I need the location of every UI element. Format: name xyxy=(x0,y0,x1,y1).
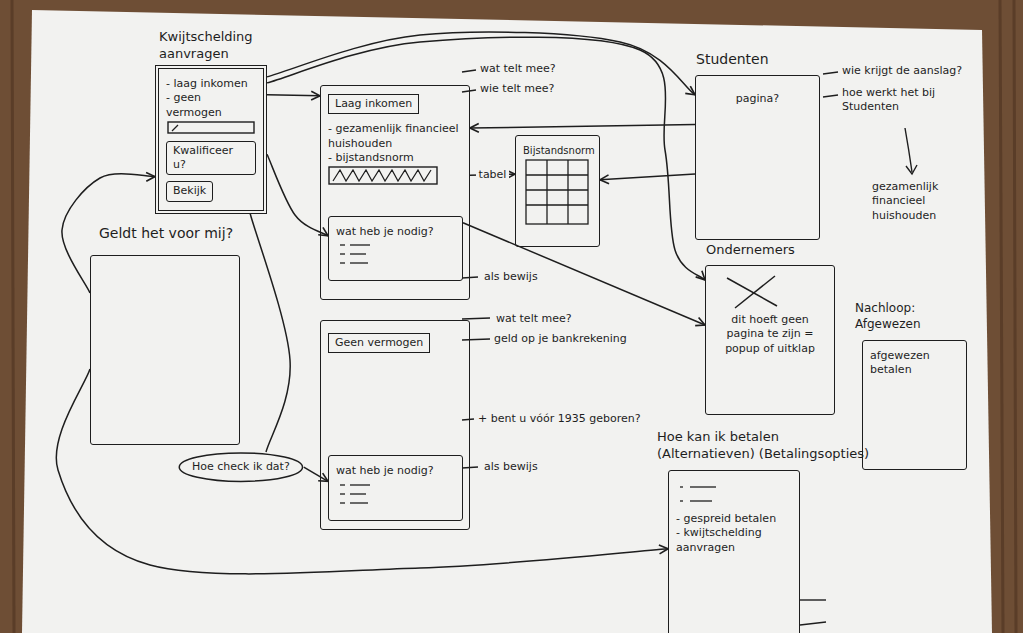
connector xyxy=(463,223,705,325)
node-text: - gespreid betalen xyxy=(676,512,792,526)
node-text: afgewezen xyxy=(870,349,959,363)
qualify-box: Kwalificeer u? xyxy=(166,141,256,176)
node-text: betalen xyxy=(870,363,959,377)
question-ellipse: Hoe check ik dat? xyxy=(178,452,304,482)
node-text: Kwalificeer u? xyxy=(173,144,249,173)
dashes-sketch xyxy=(676,479,792,512)
node-text: wat heb je nodig? xyxy=(336,225,455,239)
annotation: gezamenlijk financieel huishouden xyxy=(872,180,976,223)
page-wireframe: Laag inkomen - gezamenlijk financieel hui… xyxy=(320,85,470,300)
connector xyxy=(267,95,320,96)
node-text: - kwijtschelding aanvragen xyxy=(676,526,792,555)
node-text: dit hoeft geen pagina te zijn = popup of… xyxy=(713,313,827,356)
header-field: Geen vermogen xyxy=(328,333,430,353)
node-text: Hoe check ik dat? xyxy=(192,460,290,474)
page-wireframe: Nachloop: Afgewezenafgewezenbetalen xyxy=(862,340,967,470)
annotation: als bewijs xyxy=(484,460,574,474)
cross-sketch xyxy=(713,274,823,310)
connector xyxy=(267,37,705,280)
annotation: wat telt mee? xyxy=(496,312,626,326)
outside-heading: Studenten xyxy=(696,50,836,68)
lines-sketch xyxy=(336,479,396,509)
connector xyxy=(470,125,695,129)
edge-label: tabel xyxy=(476,168,510,181)
connector xyxy=(56,369,668,574)
wood-grain xyxy=(12,0,1016,633)
page-wireframe: Studentenpagina? xyxy=(695,75,820,240)
grid-sketch xyxy=(523,157,592,232)
requirements-box: wat heb je nodig? xyxy=(328,455,463,520)
outside-heading: Nachloop: Afgewezen xyxy=(855,301,967,332)
page-wireframe: Hoe kan ik betalen (Alternatieven) (Beta… xyxy=(668,470,800,633)
node-text: wat heb je nodig? xyxy=(336,464,455,478)
annotation: + bent u vóór 1935 geboren? xyxy=(478,412,650,426)
annotation: wie telt mee? xyxy=(480,82,600,96)
grid-sketch xyxy=(523,157,593,229)
node-text: - bijstandsnorm xyxy=(328,151,462,165)
connector xyxy=(250,214,290,452)
lines-sketch xyxy=(336,239,396,269)
node-text: Bekijk xyxy=(173,184,206,198)
annotation: wie krijgt de aanslag? xyxy=(842,64,992,78)
connector xyxy=(600,174,695,180)
page-wireframe: Geldt het voor mij? xyxy=(90,255,240,445)
annotation: wat telt mee? xyxy=(480,62,600,76)
paper-sheet xyxy=(22,10,992,633)
bracket-marks xyxy=(462,70,917,625)
page-wireframe: Ondernemersdit hoeft geen pagina te zijn… xyxy=(705,265,835,415)
node-text: - laag inkomen xyxy=(166,77,256,91)
node-text: - gezamenlijk financieel huishouden xyxy=(328,122,462,151)
annotation: hoe werkt het bij Studenten xyxy=(842,86,964,115)
view-box: Bekijk xyxy=(166,181,213,201)
annotation: als bewijs xyxy=(484,270,574,284)
header-field: Laag inkomen xyxy=(328,94,419,114)
requirements-box: wat heb je nodig? xyxy=(328,216,463,281)
connector xyxy=(304,467,328,481)
lines-sketch xyxy=(336,239,455,272)
table-box: Bijstandsnorm xyxy=(515,135,600,247)
page-wireframe: Geen vermogen wat heb je nodig? xyxy=(320,320,470,530)
cross-sketch xyxy=(713,274,827,313)
outside-heading: Geldt het voor mij? xyxy=(99,224,269,242)
annotation: geld op je bankrekening xyxy=(494,332,664,346)
zigzag-sketch xyxy=(328,165,440,187)
dashes-sketch xyxy=(676,479,736,509)
connector xyxy=(267,154,328,236)
outside-heading: Kwijtschelding aanvragen xyxy=(159,29,294,63)
emptybox-sketch xyxy=(166,120,258,136)
emptybox-sketch xyxy=(166,120,256,139)
outside-heading: Hoe kan ik betalen (Alternatieven) (Beta… xyxy=(657,429,872,463)
lines-sketch xyxy=(336,479,455,512)
node-text: - geen vermogen xyxy=(166,91,256,120)
node-text: pagina? xyxy=(703,92,812,106)
request-panel: Kwijtschelding aanvragen- laag inkomen- … xyxy=(155,65,267,214)
zigzag-sketch xyxy=(328,165,462,190)
outside-heading: Ondernemers xyxy=(706,242,856,259)
node-text: Bijstandsnorm xyxy=(523,144,592,157)
